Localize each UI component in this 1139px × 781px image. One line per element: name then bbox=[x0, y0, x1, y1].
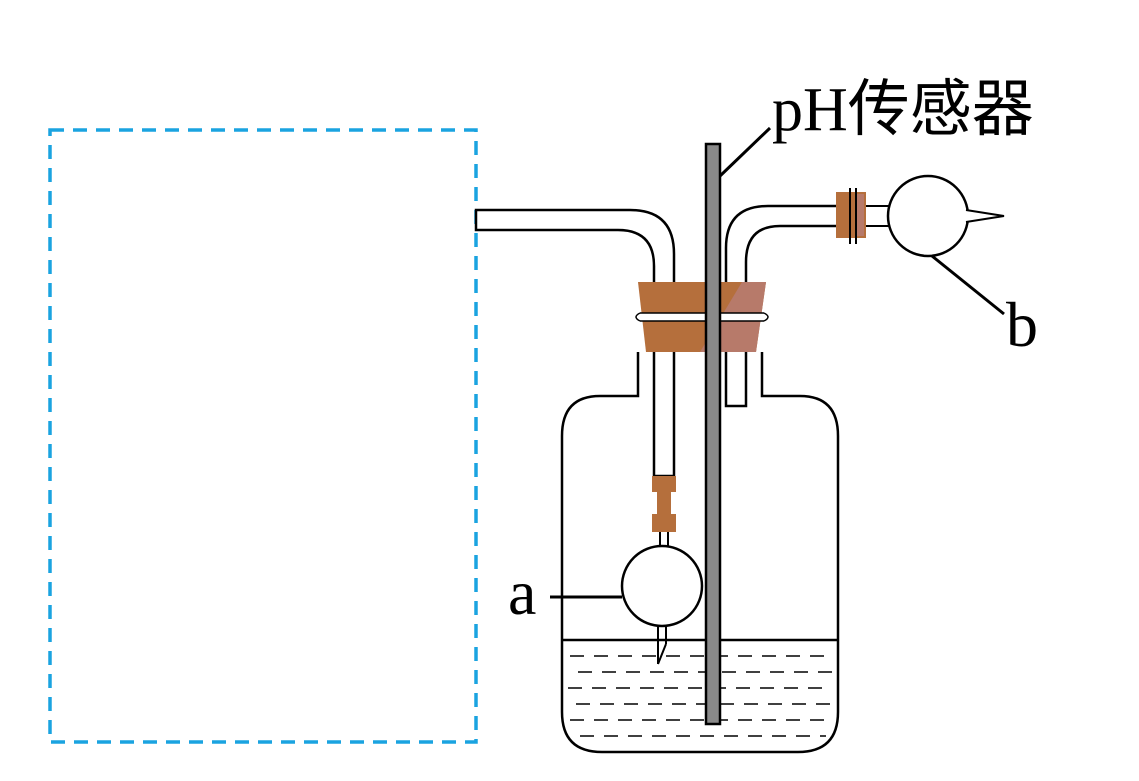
label-a: a bbox=[508, 557, 536, 628]
dropper-bulb-a bbox=[620, 544, 704, 665]
label-b: b bbox=[1006, 289, 1038, 360]
right-delivery-tube bbox=[724, 204, 840, 408]
ph-sensor-rod bbox=[704, 142, 722, 726]
liquid bbox=[562, 638, 838, 737]
gas-bottle bbox=[560, 352, 840, 754]
rubber-stopper bbox=[635, 282, 769, 352]
left-delivery-tube bbox=[474, 208, 676, 478]
sensor-leader-line bbox=[718, 126, 772, 178]
leader-line-b bbox=[931, 254, 1005, 316]
sensor-label: pH传感器 bbox=[772, 76, 1034, 144]
dropper-bulb-b bbox=[836, 174, 1005, 258]
dashed-placeholder-box bbox=[48, 128, 478, 744]
rubber-connector bbox=[652, 476, 676, 550]
